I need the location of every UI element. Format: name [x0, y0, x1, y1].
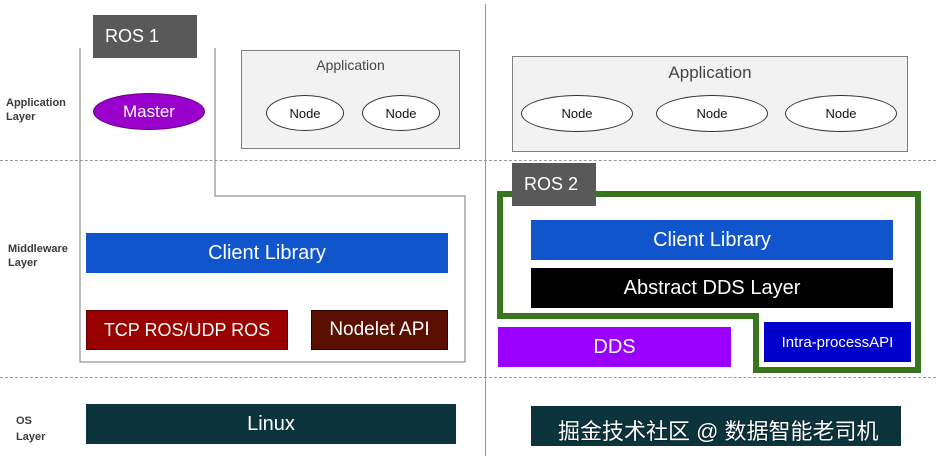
ros2-application-title: Application	[668, 63, 752, 82]
master-node: Master	[93, 93, 205, 130]
abstract-dds-layer: Abstract DDS Layer	[531, 268, 893, 308]
ros-divider	[485, 4, 486, 456]
ros1-node-1: Node	[266, 95, 344, 131]
ros1-node-2: Node	[362, 95, 440, 131]
ros2-node-2: Node	[656, 95, 768, 132]
ros2-application-box: Application Node Node Node	[512, 56, 908, 152]
watermark: 掘金技术社区 @ 数据智能老司机	[558, 419, 879, 444]
nodelet-api: Nodelet API	[311, 310, 448, 350]
os-layer-label: OS Layer	[16, 415, 46, 443]
middleware-os-divider	[0, 377, 936, 378]
app-middleware-divider	[0, 160, 936, 161]
middleware-layer-label: Middleware Layer	[8, 243, 68, 269]
ros2-client-library: Client Library	[531, 220, 893, 260]
application-layer-label: Application Layer	[6, 97, 66, 123]
intra-process-api: Intra-processAPI	[764, 322, 911, 362]
ros2-title: ROS 2	[512, 163, 596, 206]
ros2-os-box	[531, 406, 901, 446]
ros1-application-box: Application Node Node	[241, 50, 460, 149]
ros2-node-1: Node	[521, 95, 633, 132]
ros1-application-title: Application	[316, 57, 385, 73]
ros2-node-3: Node	[785, 95, 897, 132]
dds-box: DDS	[498, 327, 731, 367]
tcp-udp-ros: TCP ROS/UDP ROS	[86, 310, 288, 350]
ros1-client-library: Client Library	[86, 233, 448, 273]
ros1-title: ROS 1	[93, 15, 197, 58]
linux-box: Linux	[86, 404, 456, 444]
